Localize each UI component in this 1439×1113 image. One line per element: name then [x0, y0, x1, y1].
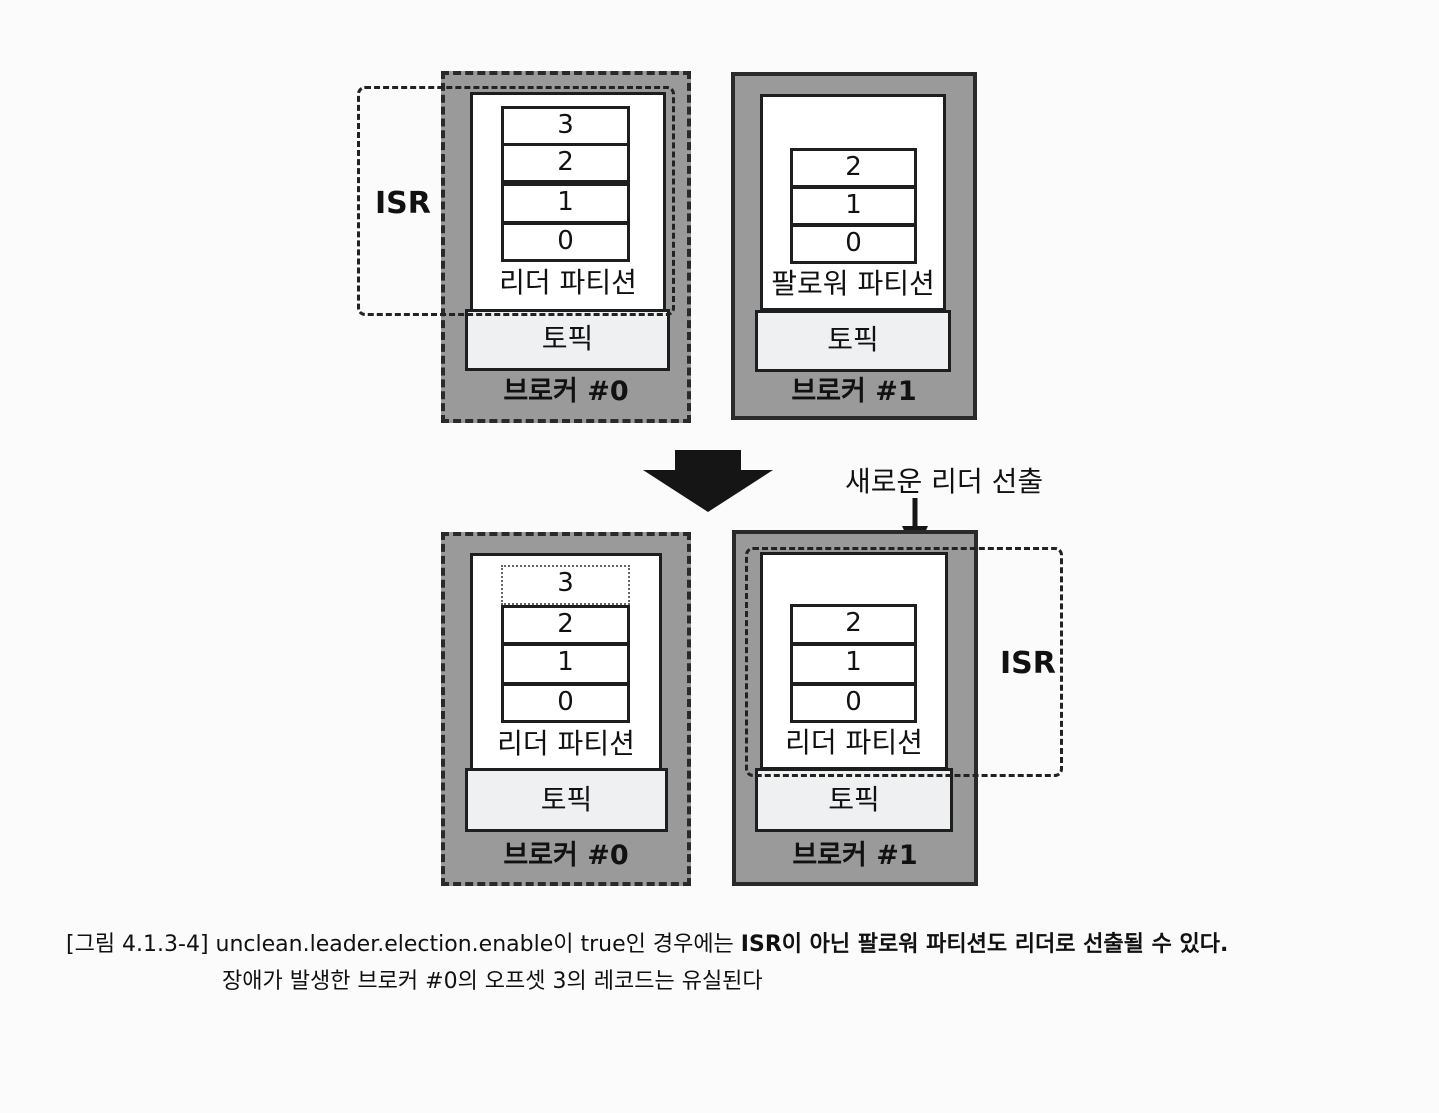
top-isr-region	[357, 86, 675, 316]
bottom-broker-1-partition-label: 리더 파티션	[785, 726, 923, 759]
bottom-broker-0-record: 1	[501, 643, 630, 685]
top-broker-1-topic-label: 토픽	[827, 323, 879, 356]
top-broker-0-record: 0	[501, 222, 630, 262]
top-broker-0-record: 2	[501, 143, 630, 183]
figure-caption-prefix: [그림 4.1.3-4] unclean.leader.election.ena…	[66, 932, 741, 957]
top-broker-1-topic	[755, 310, 951, 372]
transition-down-arrow	[643, 450, 773, 512]
bottom-broker-1-topic	[755, 768, 953, 832]
bottom-broker-0-topic	[465, 768, 668, 832]
top-broker-1-record: 1	[790, 186, 917, 226]
top-broker-0-name: 브로커 #0	[503, 376, 629, 407]
bottom-isr-label: ISR	[1000, 646, 1056, 681]
top-broker-1-record: 2	[790, 148, 917, 188]
bottom-isr-region	[745, 547, 1063, 777]
bottom-broker-1-name: 브로커 #1	[792, 840, 918, 871]
top-broker-1-name: 브로커 #1	[791, 376, 917, 407]
top-broker-0-partition-label: 리더 파티션	[499, 266, 637, 299]
top-isr-label: ISR	[375, 186, 431, 221]
bottom-broker-1-record: 1	[790, 643, 917, 685]
bottom-broker-0-topic-label: 토픽	[540, 783, 593, 816]
new-leader-election-label: 새로운 리더 선출	[845, 465, 1044, 498]
figure-caption-line-2: 장애가 발생한 브로커 #0의 오프셋 3의 레코드는 유실된다	[222, 969, 763, 994]
bottom-broker-0-lost-record: 3	[501, 565, 630, 605]
figure-caption-bold: ISR이 아닌 팔로워 파티션도 리더로 선출될 수 있다.	[740, 932, 1229, 957]
bottom-broker-1-topic-label: 토픽	[828, 783, 880, 816]
top-broker-0-topic-label: 토픽	[541, 322, 594, 355]
bottom-broker-0-partition-label: 리더 파티션	[497, 727, 635, 760]
figure-caption-line-1: [그림 4.1.3-4] unclean.leader.election.ena…	[66, 926, 1228, 958]
top-broker-0-topic	[465, 309, 670, 371]
top-broker-1-partition-label: 팔로워 파티션	[771, 267, 935, 300]
bottom-broker-0-name: 브로커 #0	[503, 840, 629, 871]
top-broker-1-record: 0	[790, 224, 917, 264]
bottom-broker-1-record: 0	[790, 683, 917, 723]
bottom-broker-0-record: 2	[501, 605, 630, 645]
bottom-broker-0-record: 0	[501, 683, 630, 723]
